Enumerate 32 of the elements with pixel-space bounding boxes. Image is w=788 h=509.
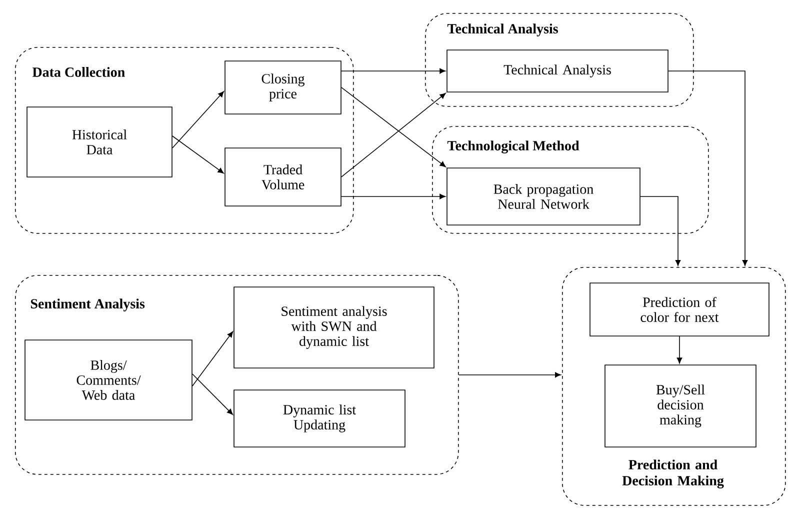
process-box: Blogs/ Comments/ Web data xyxy=(24,340,192,420)
process-box: Historical Data xyxy=(26,106,172,178)
group-box xyxy=(15,47,354,234)
arrow xyxy=(341,68,446,74)
process-box: Technical Analysis xyxy=(446,50,668,92)
process-box: Buy/Sell decision making xyxy=(604,364,756,448)
group-box xyxy=(425,13,694,107)
group-box xyxy=(562,267,786,506)
process-box: Dynamic list Updating xyxy=(234,390,406,448)
arrow xyxy=(458,372,561,378)
process-box: Back propagation Neural Network xyxy=(446,168,640,226)
process-box: Sentiment analysis with SWN and dynamic list xyxy=(234,286,434,368)
process-box: Traded Volume xyxy=(224,148,342,206)
arrow xyxy=(192,374,233,415)
group-box xyxy=(15,275,459,475)
group-heading: Sentiment Analysis xyxy=(30,298,145,312)
arrow xyxy=(172,136,224,174)
group-box xyxy=(432,126,709,234)
process-box: Prediction of color for next xyxy=(590,282,770,336)
arrow xyxy=(172,91,224,148)
arrow xyxy=(192,331,234,386)
group-heading: Data Collection xyxy=(32,67,125,77)
process-box: Closing price xyxy=(224,60,342,114)
arrow xyxy=(640,196,681,266)
group-heading: Prediction and Decision Making xyxy=(622,460,724,488)
arrow xyxy=(341,92,446,178)
arrow xyxy=(668,70,748,266)
arrow xyxy=(676,336,682,364)
group-heading: Technical Analysis xyxy=(447,24,558,36)
arrow xyxy=(341,194,446,200)
arrow xyxy=(341,87,446,168)
group-heading: Technological Method xyxy=(447,140,580,154)
